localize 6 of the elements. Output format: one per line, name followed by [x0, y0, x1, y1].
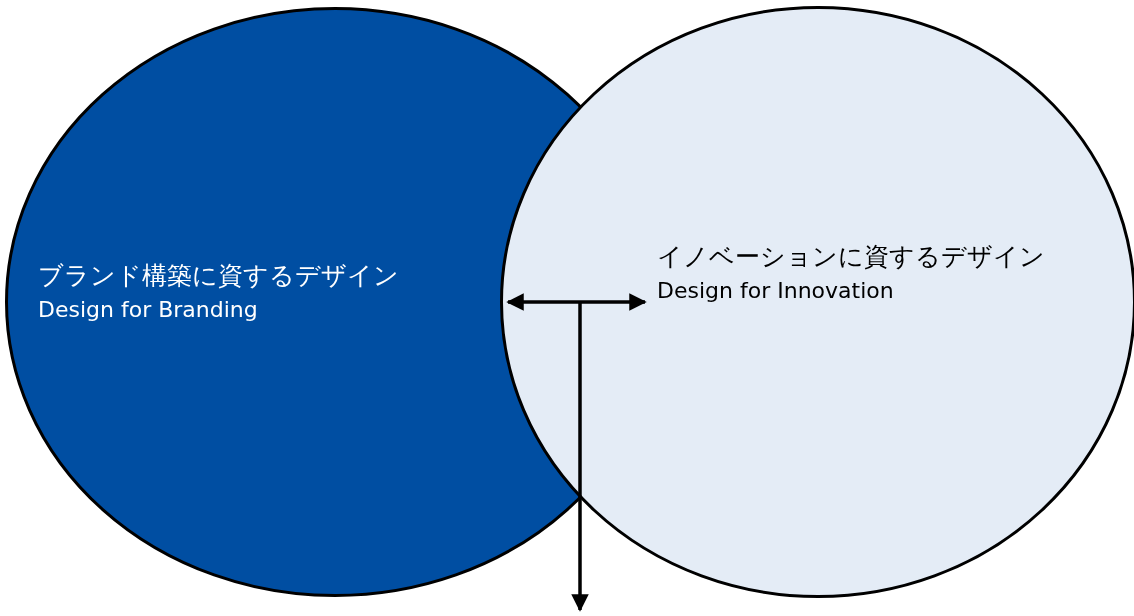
arrow	[571, 302, 589, 612]
heading-text: イノベーションに資するデザイン	[657, 241, 1045, 273]
subheading-text: Design for Branding	[38, 297, 258, 322]
subheading-text: Design for Innovation	[657, 278, 894, 303]
heading-text: ブランド構築に資するデザイン	[38, 260, 399, 292]
arrow	[506, 293, 647, 311]
